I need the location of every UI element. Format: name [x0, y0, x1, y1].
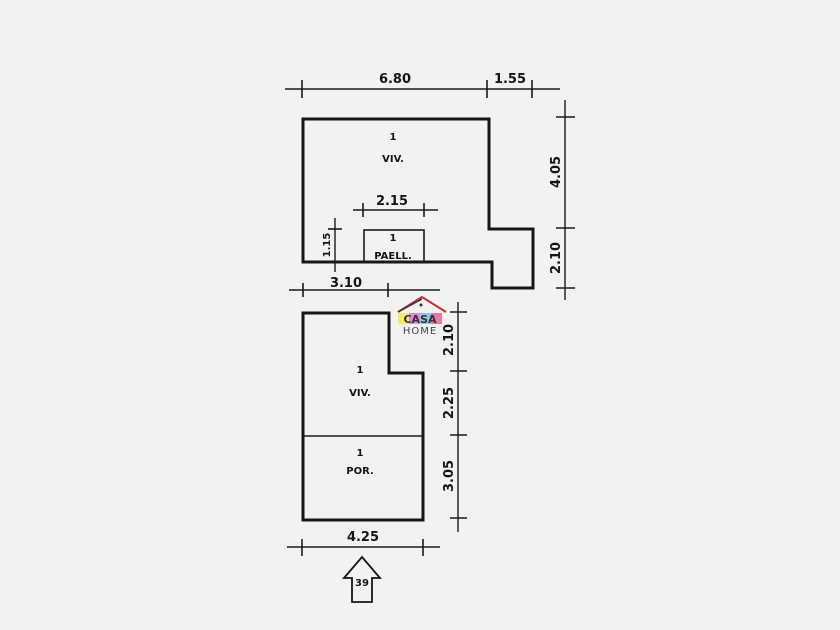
- logo-text-home: HOME: [403, 326, 437, 337]
- dim-3-05: 3.05: [442, 460, 457, 492]
- por-label: POR.: [346, 466, 374, 477]
- dim-2-15: 2.15: [376, 194, 408, 209]
- paella-room-outline: [363, 229, 425, 263]
- dimension-top: 6.80 1.55: [285, 72, 560, 98]
- dim-1-15: 1.15: [322, 233, 333, 258]
- entrance-number: 39: [355, 578, 369, 589]
- paella-label: PAELL.: [374, 251, 412, 262]
- upper-viv-count: 1: [390, 132, 397, 143]
- dimension-bottom-lower: 4.25: [287, 530, 440, 556]
- por-count: 1: [357, 448, 364, 459]
- dim-6-80: 6.80: [379, 72, 411, 87]
- lower-viv-label: VIV.: [349, 388, 371, 399]
- dim-2-25: 2.25: [442, 387, 457, 419]
- entrance-arrow-icon: 39: [342, 555, 382, 603]
- dim-4-25: 4.25: [347, 530, 379, 545]
- dim-1-55: 1.55: [494, 72, 526, 87]
- dimension-right-lower: 2.10 2.25 3.05: [442, 302, 467, 532]
- logo-text-casa: CASA: [403, 313, 437, 326]
- dimension-bottom-upper: 3.10: [289, 276, 440, 297]
- dimension-paella-height: 1.15: [322, 218, 342, 272]
- dim-4-05: 4.05: [549, 156, 564, 188]
- upper-viv-label: VIV.: [382, 154, 404, 165]
- dimension-right: 4.05 2.10: [549, 100, 575, 300]
- lower-plan-outline: [301, 311, 425, 522]
- lower-plan: 1 VIV. 1 POR. 2.10 2.25 3.05 4.25: [287, 302, 467, 556]
- dim-3-10: 3.10: [330, 276, 362, 291]
- paella-count: 1: [390, 233, 397, 244]
- lower-viv-count: 1: [357, 365, 364, 376]
- dim-2-10-upper: 2.10: [549, 242, 564, 274]
- dimension-paella-width: 2.15: [353, 194, 438, 217]
- casa-home-logo: CASA HOME: [397, 295, 447, 337]
- upper-plan: 1 VIV. 1 PAELL. 6.80 1.55 4.05 2.10 2.15: [285, 72, 575, 300]
- dim-2-10-lower: 2.10: [442, 324, 457, 356]
